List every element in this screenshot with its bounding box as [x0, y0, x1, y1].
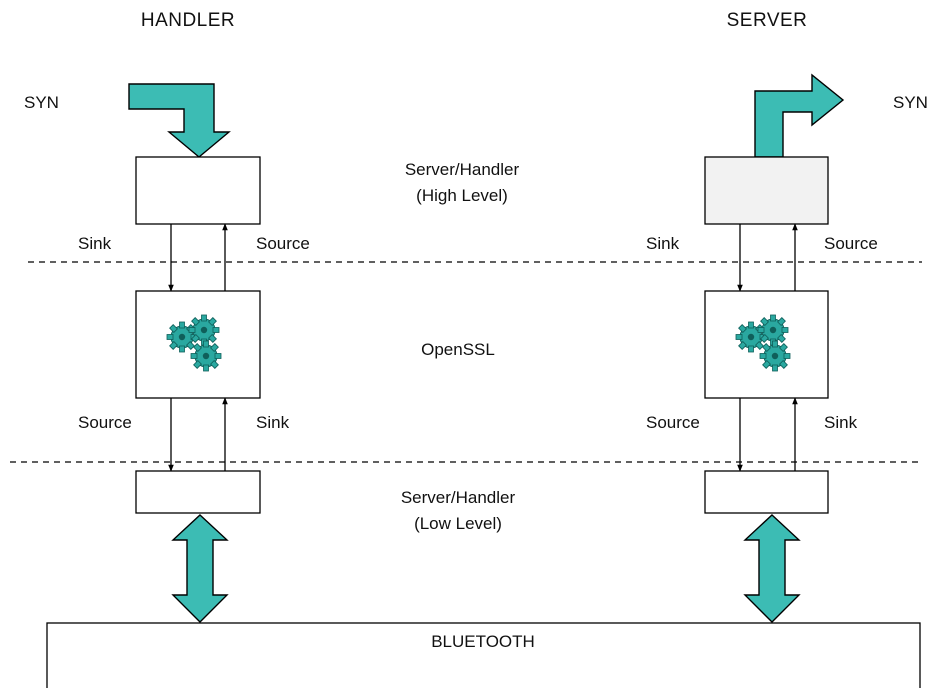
openssl-label: OpenSSL	[421, 340, 495, 359]
handler-low-level-box	[135, 470, 261, 514]
handler-source-label-top: Source	[256, 234, 310, 253]
handler-sink-label-bottom: Sink	[256, 413, 290, 432]
server-source-label-bottom: Source	[646, 413, 700, 432]
server-sink-label-bottom: Sink	[824, 413, 858, 432]
double-arrow-vertical-icon	[171, 514, 229, 623]
bluetooth-label: BLUETOOTH	[431, 632, 535, 651]
bluetooth-box	[46, 622, 921, 688]
server-sink-label-top: Sink	[646, 234, 680, 253]
server-high-level-box	[704, 156, 829, 225]
server-title: SERVER	[727, 10, 808, 31]
handler-title: HANDLER	[141, 10, 235, 31]
bent-arrow-down-icon	[128, 83, 231, 158]
low-level-label-line2: (Low Level)	[414, 514, 502, 533]
syn-in-label: SYN	[24, 93, 59, 112]
handler-high-level-box	[135, 156, 261, 225]
handler-sink-label-top: Sink	[78, 234, 112, 253]
low-level-label-line1: Server/Handler	[401, 488, 516, 507]
bent-arrow-right-icon	[754, 73, 845, 158]
handler-source-label-bottom: Source	[78, 413, 132, 432]
high-level-label-line2: (High Level)	[416, 186, 508, 205]
double-arrow-vertical-icon	[743, 514, 801, 623]
syn-out-label: SYN	[893, 93, 928, 112]
high-level-label-line1: Server/Handler	[405, 160, 520, 179]
server-source-label-top: Source	[824, 234, 878, 253]
server-low-level-box	[704, 470, 829, 514]
